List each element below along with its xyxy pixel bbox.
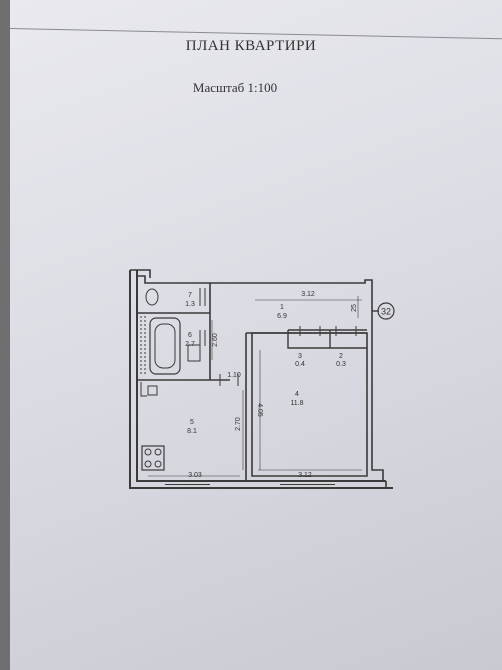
dim-room-height: 4.05: [256, 403, 263, 417]
room-5-area: 8.1: [187, 428, 197, 435]
stove-icon: [141, 445, 165, 471]
door-kitchen: [219, 374, 239, 386]
room-2-number: 2: [339, 353, 343, 360]
dim-corridor-width: 3.12: [301, 291, 315, 298]
window-kitchen: [165, 480, 210, 489]
bathtub-icon: [149, 317, 181, 375]
room-7-number: 7: [188, 292, 192, 299]
room-4-area: 11.8: [290, 400, 303, 407]
outer-wall-outer: [129, 270, 393, 489]
duct-corner: [140, 382, 147, 397]
kitchen-sink-icon: [147, 385, 158, 396]
door-closet-2: [335, 326, 357, 336]
room-7-area: 1.3: [185, 301, 195, 308]
dim-kitchen-width: 3.03: [188, 472, 202, 479]
document-sheet: [9, 0, 502, 670]
room-6-area: 2.7: [185, 341, 195, 348]
room-3-area: 0.4: [295, 361, 305, 368]
ventilation-duct: [140, 316, 146, 375]
dim-kitchen-height: 2.70: [235, 417, 242, 431]
dim-room-width: 3.12: [298, 472, 312, 479]
door-toilet: [199, 288, 206, 306]
section-marker: [377, 302, 395, 320]
room-3-number: 3: [298, 353, 302, 360]
room-2-area: 0.3: [336, 361, 346, 368]
room-1-number: 1: [280, 304, 284, 311]
room-5-number: 5: [190, 419, 194, 426]
toilet-icon: [145, 288, 159, 306]
door-bath: [199, 330, 206, 346]
plan-title: ПЛАН КВАРТИРИ: [185, 38, 317, 54]
top-left-wall: [130, 269, 151, 278]
dim-door-gap: 1.10: [227, 372, 241, 379]
sink-icon: [187, 344, 201, 362]
top-wall: [137, 275, 384, 481]
room-4-number: 4: [295, 391, 299, 398]
door-closet-3: [299, 326, 321, 336]
closet-frame: [287, 330, 367, 349]
room-4-frame: [251, 332, 368, 477]
room-1-area: 6.9: [277, 313, 287, 320]
room-6-number: 6: [188, 332, 192, 339]
window-room: [280, 480, 335, 489]
plan-scale: Масштаб 1:100: [192, 80, 278, 95]
section-marker-label: 32: [381, 307, 391, 317]
dim-bath-height: 2.60: [212, 333, 219, 347]
outer-wall-inner: [136, 270, 386, 482]
dim-corridor-small: 25: [351, 304, 358, 312]
